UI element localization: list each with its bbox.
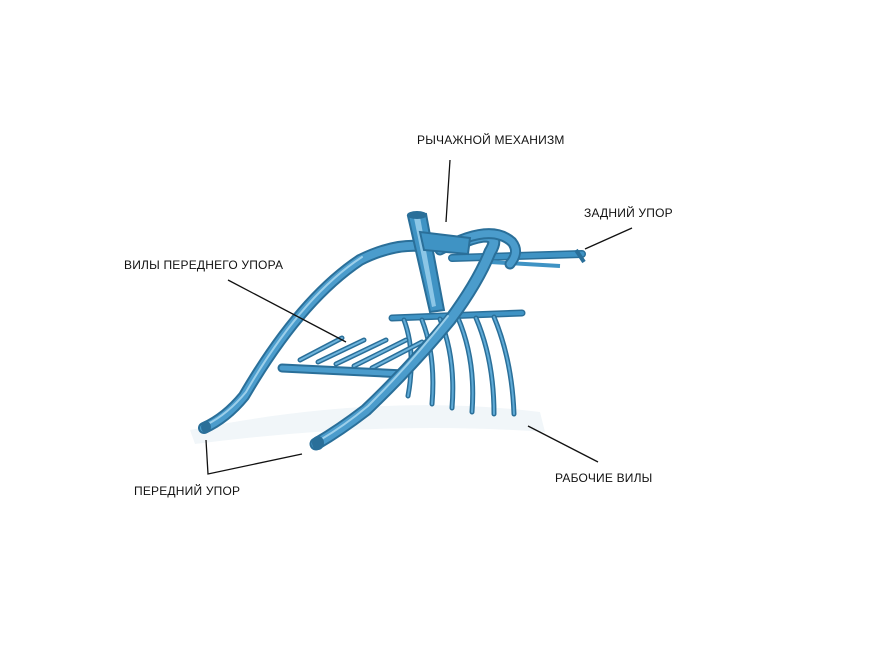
- working-fork-tines: [401, 314, 517, 417]
- label-front-stop-forks: ВИЛЫ ПЕРЕДНЕГО УПОРА: [124, 258, 284, 272]
- leader-lines: [205, 159, 633, 475]
- leader-front-stop-forks: [227, 279, 347, 343]
- label-front-stop: ПЕРЕДНИЙ УПОР: [134, 484, 241, 498]
- front-stop-fork-tines: [297, 335, 425, 371]
- left-frame-tube: [198, 239, 426, 434]
- lever-mechanism: [406, 211, 472, 314]
- label-lever-mechanism: РЫЧАЖНОЙ МЕХАНИЗМ: [417, 133, 565, 147]
- label-working-forks: РАБОЧИЕ ВИЛЫ: [555, 471, 653, 485]
- front-crossbar: [277, 363, 409, 379]
- leader-rear-stop: [584, 227, 633, 250]
- ground-shadow: [190, 405, 545, 444]
- leader-lever-mechanism: [445, 159, 451, 223]
- front-stop-feet: [201, 421, 324, 450]
- leader-front-stop: [205, 439, 303, 475]
- leader-working-forks: [527, 425, 599, 463]
- label-rear-stop: ЗАДНИЙ УПОР: [584, 206, 673, 220]
